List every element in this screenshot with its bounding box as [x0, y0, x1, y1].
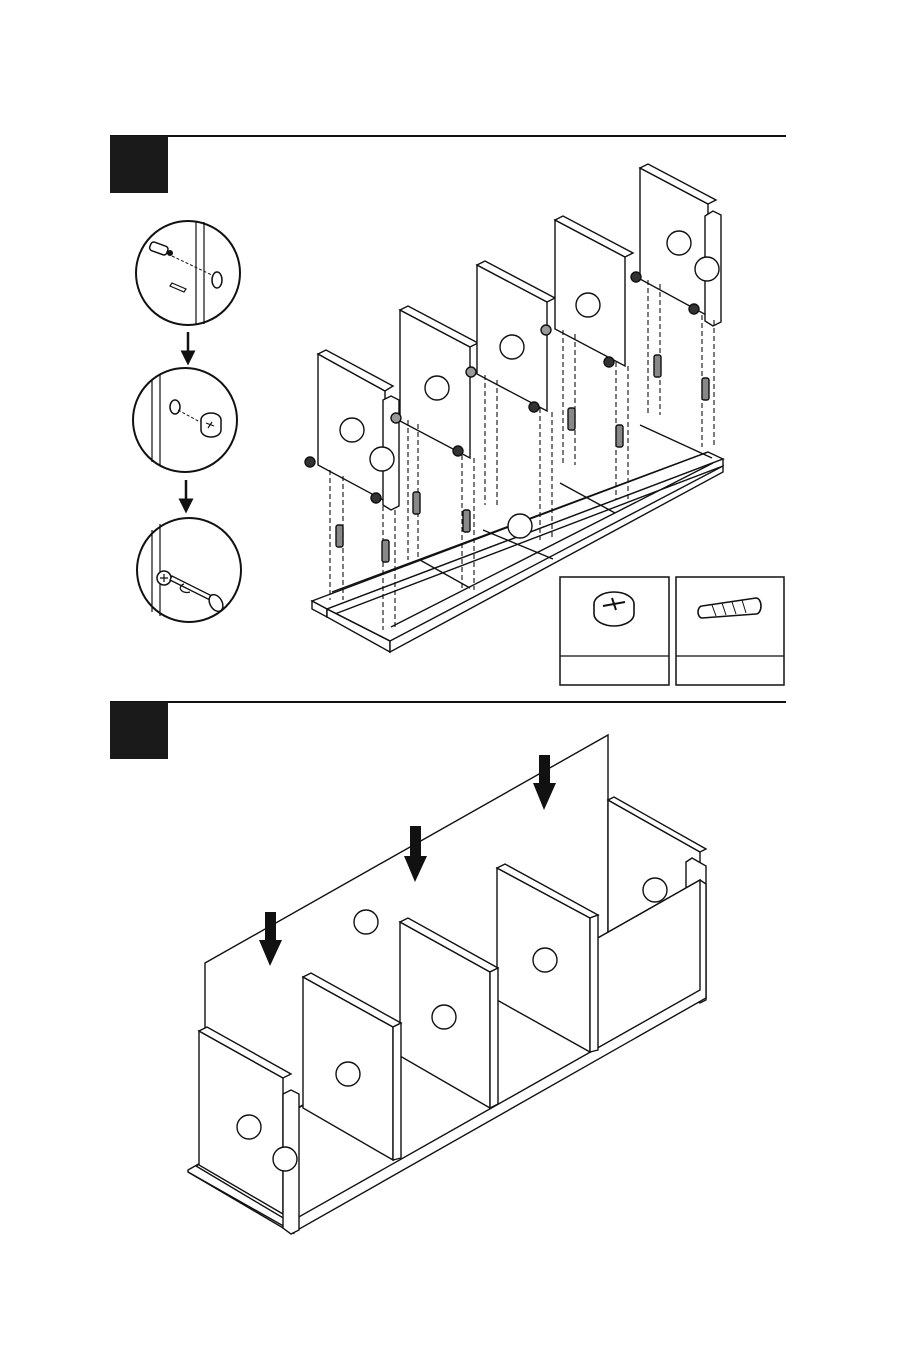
bolt-hole-icon — [212, 272, 222, 288]
divider-panel-1 — [400, 306, 478, 458]
step-2-badge — [110, 702, 168, 759]
hardware-legend — [560, 577, 784, 685]
back-panel-assembly — [188, 735, 706, 1234]
bottom-panel-label-circle — [508, 514, 532, 538]
divider-panel-3 — [555, 216, 633, 366]
dowel-legend-box — [676, 577, 784, 685]
cam-lock-icon — [201, 413, 221, 437]
step-1-badge — [110, 136, 168, 193]
detail-circle-1 — [136, 221, 240, 325]
step-2 — [110, 702, 786, 1234]
divider-panel-2 — [477, 261, 555, 411]
side-panel-right — [640, 164, 721, 326]
detail-circle-3 — [137, 518, 241, 622]
step-1 — [110, 136, 786, 685]
cam-lock-icon — [594, 592, 634, 626]
detail-circle-2 — [133, 368, 237, 472]
